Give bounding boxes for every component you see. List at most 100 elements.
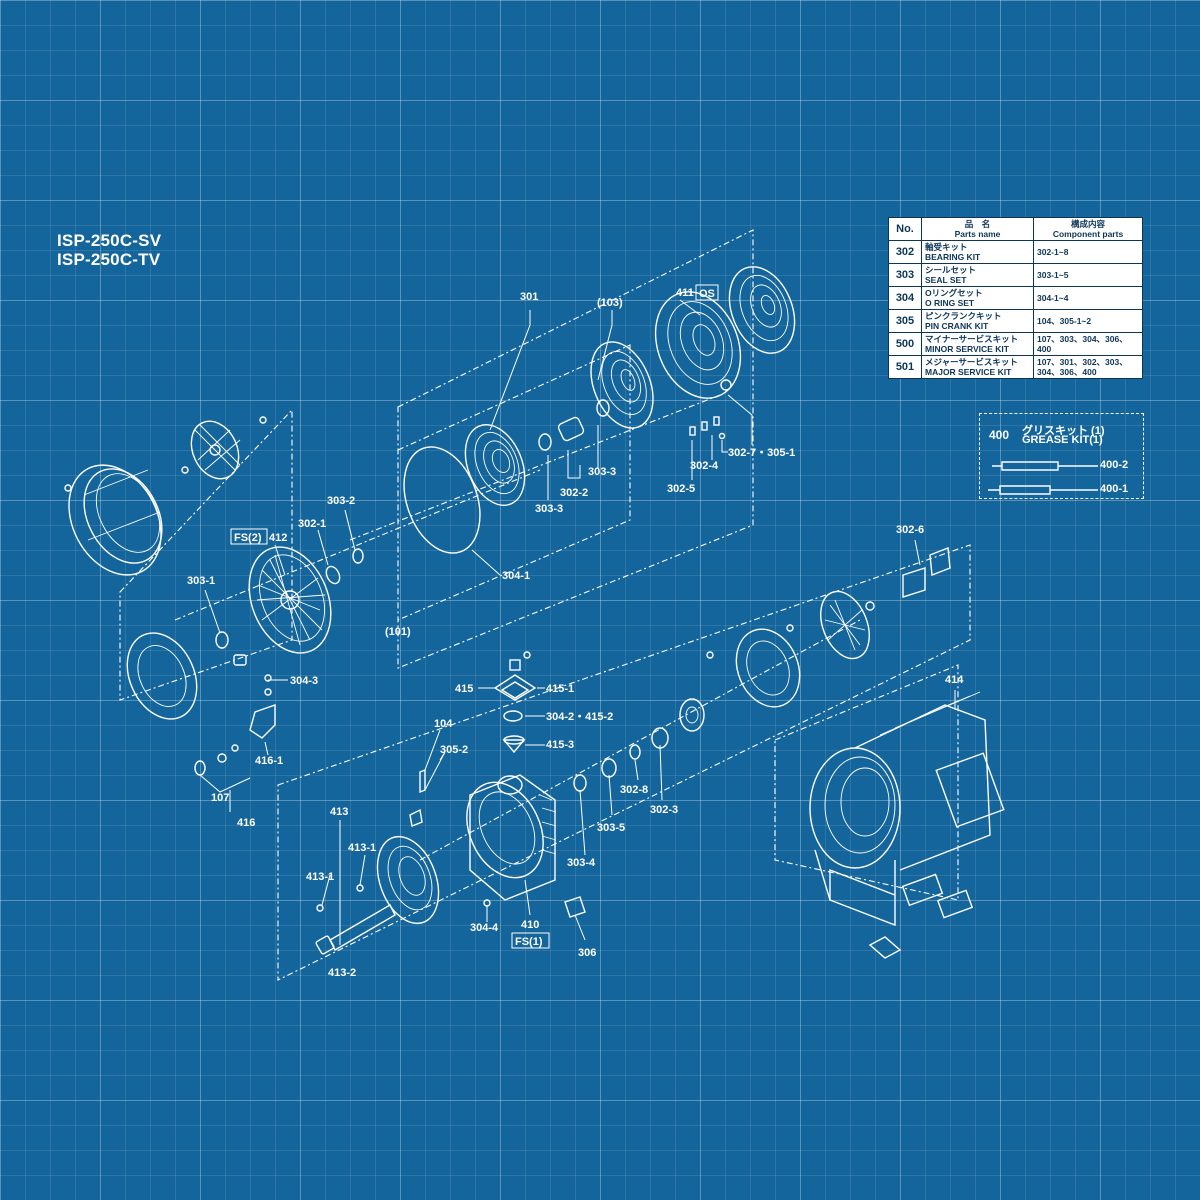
grease-fitting-416: [194, 674, 276, 776]
row-name-en: BEARING KIT: [925, 252, 981, 262]
row-name-jp: Oリングセット: [925, 288, 983, 298]
table-header-row: No. 品 名 Parts name 構成内容 Component parts: [888, 217, 1143, 241]
row-parts: 104、305-1~2: [1033, 309, 1143, 333]
label-304-3: 304-3: [290, 675, 318, 687]
rear-cover: [68, 464, 163, 576]
motor-414: [809, 691, 1005, 959]
grease-tubes: [988, 461, 1098, 495]
label-306: 306: [578, 947, 596, 959]
header-no: No.: [888, 217, 922, 241]
row-name-en: PIN CRANK KIT: [925, 321, 989, 331]
model-name-tv: ISP-250C-TV: [57, 250, 161, 269]
label-302-3: 302-3: [650, 804, 678, 816]
crank-parts-305: [409, 768, 426, 827]
label-fs2: FS(2): [234, 532, 262, 544]
label-416-1: 416-1: [255, 755, 283, 767]
label-415: 415: [455, 683, 473, 695]
label-303-3a: 303-3: [588, 466, 616, 478]
row-name-en: MAJOR SERVICE KIT: [925, 367, 1012, 377]
label-412: 412: [269, 532, 287, 544]
row-name-jp: シールセット: [925, 265, 977, 275]
row-no: 500: [888, 332, 922, 356]
label-fs1: FS(1): [515, 936, 543, 948]
row-parts: 302-1~8: [1033, 240, 1143, 264]
label-301: 301: [520, 291, 538, 303]
label-304-4: 304-4: [470, 922, 499, 934]
label-104: 104: [434, 718, 453, 730]
model-name-sv: ISP-250C-SV: [57, 231, 162, 250]
cooling-fan: [64, 416, 267, 492]
impeller-front: [376, 835, 440, 925]
fixed-scroll-411: [654, 291, 742, 399]
pins-302: [689, 416, 726, 440]
grease-kit-box: 400 グリスキット (1) GREASE KIT(1) 400-2 400-1: [979, 413, 1144, 499]
label-304-1: 304-1: [502, 570, 530, 582]
label-414: 414: [945, 674, 964, 686]
row-no: 305: [888, 309, 922, 333]
header-comp-en: Component parts: [1052, 229, 1124, 239]
label-413-1b: 413-1: [306, 871, 334, 883]
row-no: 303: [888, 263, 922, 287]
header-comp-jp: 構成内容: [1070, 219, 1105, 229]
row-name-jp: 軸受キット: [925, 242, 968, 252]
label-411: 411: [676, 287, 694, 299]
row-no: 304: [888, 286, 922, 310]
label-os: OS: [699, 288, 715, 300]
grease-kit-en: GREASE KIT(1): [1022, 434, 1103, 446]
label-303-5: 303-5: [597, 822, 625, 834]
label-303-2: 303-2: [327, 495, 355, 507]
row-parts: 107、303、304、306、400: [1033, 332, 1143, 356]
header-name-jp: 品 名: [964, 219, 991, 229]
label-304-2: 304-2・415-2: [546, 711, 613, 723]
row-no: 501: [888, 355, 922, 379]
header-component-parts: 構成内容 Component parts: [1033, 217, 1143, 241]
parts-kit-table: No. 品 名 Parts name 構成内容 Component parts …: [888, 217, 1143, 379]
valve-415: [493, 651, 537, 754]
shaft-413: [315, 884, 396, 955]
assembly-frames: [119, 229, 971, 981]
label-413: 413: [330, 806, 348, 818]
label-101: (101): [385, 626, 411, 638]
part-labels: 301 (103) 411 OS 303-3 302-2 303-3 302-4…: [187, 284, 964, 979]
seal-parts-left: [126, 548, 364, 720]
gasket-right: [706, 624, 801, 708]
seal-parts-303: [483, 698, 705, 918]
label-415-1: 415-1: [546, 683, 574, 695]
grease-kit-no: 400: [989, 428, 1010, 442]
housing-412: [248, 546, 332, 654]
label-302-5: 302-5: [667, 483, 695, 495]
label-413-2: 413-2: [328, 967, 356, 979]
row-parts: 107、301、302、303、304、306、400: [1033, 355, 1143, 379]
label-305-2: 305-2: [440, 744, 468, 756]
label-302-7: 302-7・305-1: [728, 447, 795, 459]
o-ring-304-1: [403, 446, 481, 554]
row-name-en: O RING SET: [925, 298, 975, 308]
label-302-4: 302-4: [690, 460, 719, 472]
row-name-en: MINOR SERVICE KIT: [925, 344, 1009, 354]
grease-kit-jp: グリスキット (1): [1022, 425, 1105, 437]
label-303-3b: 303-3: [535, 503, 563, 515]
label-302-1: 302-1: [298, 518, 326, 530]
leader-lines: [199, 299, 956, 945]
label-107: 107: [211, 792, 229, 804]
row-name-jp: マイナーサービスキット: [925, 334, 1019, 344]
label-410: 410: [521, 919, 539, 931]
label-415-3: 415-3: [546, 739, 574, 751]
end-scroll: [728, 266, 796, 354]
label-302-2: 302-2: [560, 487, 588, 499]
row-name-en: SEAL SET: [925, 275, 967, 285]
row-name-jp: ピンクランクキット: [925, 311, 1002, 321]
bearing-parts-302: [538, 399, 610, 451]
label-413-1a: 413-1: [348, 842, 376, 854]
label-103: (103): [597, 297, 623, 309]
row-name-jp: メジャーサービスキット: [925, 357, 1018, 367]
